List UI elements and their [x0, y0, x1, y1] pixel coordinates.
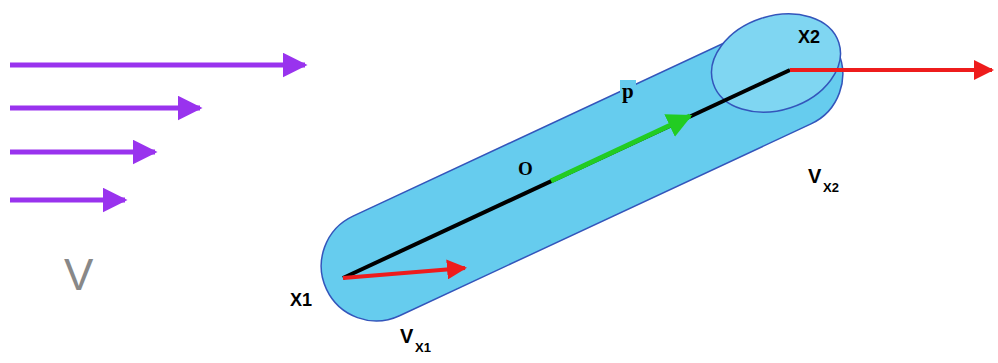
velocity-arrow — [790, 68, 992, 72]
velocity-label: V — [806, 165, 823, 187]
velocity-label: V — [398, 325, 415, 347]
flow-arrow — [10, 106, 200, 111]
center-label: O — [516, 158, 535, 179]
orientation-vector — [551, 116, 690, 181]
vector-label: p — [620, 80, 636, 103]
flow-arrow — [10, 63, 305, 68]
capsule-end-cap — [699, 0, 854, 128]
end-label: X1 — [288, 290, 314, 310]
flow-arrow — [10, 150, 155, 155]
velocity-subscript: X1 — [413, 340, 433, 355]
rod-axis — [343, 70, 790, 278]
flow-arrows — [10, 65, 305, 200]
flow-arrow — [10, 198, 125, 203]
velocity-subscript: X2 — [821, 180, 841, 195]
flow-label: V — [62, 252, 95, 298]
velocity-arrow — [343, 268, 465, 278]
end-label: X2 — [796, 27, 822, 47]
